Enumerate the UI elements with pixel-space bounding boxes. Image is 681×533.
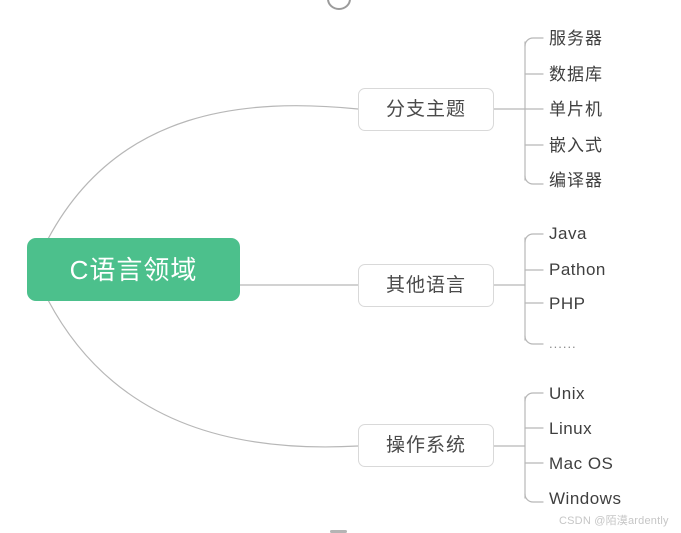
leaf-node[interactable]: Unix [549,384,586,403]
leaf-node[interactable]: Pathon [549,260,606,279]
branch-node-2[interactable]: 其他语言 [358,264,494,307]
bracket-cap-1-top [524,37,544,47]
leaf-node[interactable]: 单片机 [549,100,603,119]
branch-node-3[interactable]: 操作系统 [358,424,494,467]
root-node[interactable]: C语言领域 [27,238,240,301]
branch-node-1[interactable]: 分支主题 [358,88,494,131]
wire-root-to-branch-1 [47,105,359,240]
leaf-node[interactable]: 服务器 [549,29,603,48]
leaf-node[interactable]: Mac OS [549,454,614,473]
bracket-cap-3-top [524,392,544,402]
watermark-text: CSDN @陌漠ardently [559,515,669,527]
cropped-edge-artifact [330,530,347,533]
leaf-node[interactable]: 数据库 [549,65,603,84]
bracket-cap-3-bottom [524,493,544,503]
leaf-node[interactable]: Java [549,224,587,243]
leaf-node[interactable]: 编译器 [549,171,603,190]
bracket-cap-2-bottom [524,335,544,345]
leaf-node[interactable]: Linux [549,419,593,438]
bracket-cap-2-top [524,233,544,243]
root-node-label: C语言领域 [69,254,198,285]
leaf-node[interactable]: PHP [549,294,586,313]
wire-root-to-branch-3 [47,299,359,448]
leaf-node[interactable]: ...... [549,336,577,351]
bracket-cap-1-bottom [524,175,544,185]
cropped-circle-artifact [327,0,351,10]
branch-node-2-label: 其他语言 [385,275,466,296]
leaf-node[interactable]: Windows [549,489,622,508]
branch-node-3-label: 操作系统 [385,435,466,456]
branch-node-1-label: 分支主题 [385,99,466,120]
leaf-node[interactable]: 嵌入式 [549,136,603,155]
